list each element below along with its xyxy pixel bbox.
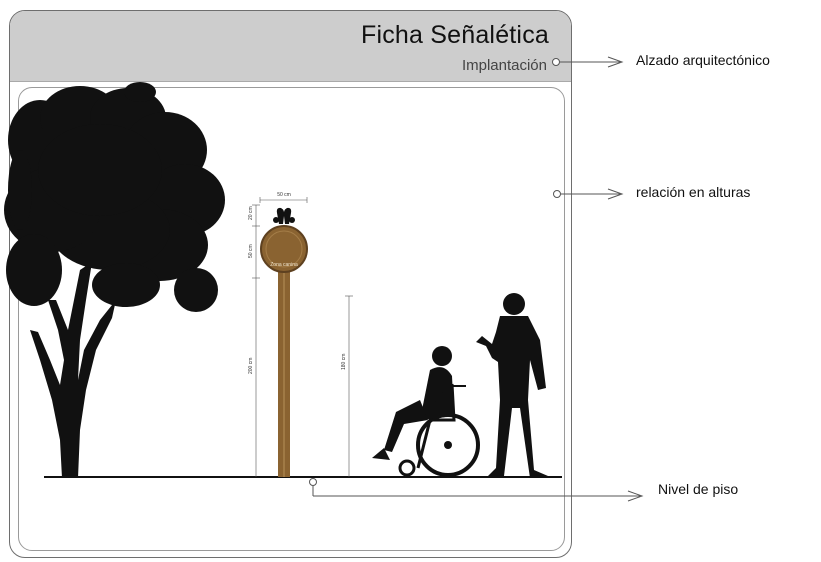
- dim-width-label: 50 cm: [277, 192, 291, 198]
- tree-silhouette: [4, 82, 225, 478]
- page-subtitle: Implantación: [461, 57, 547, 74]
- annotation-elevation: Alzado arquitectónico: [636, 52, 770, 68]
- wheelchair-user-silhouette: [372, 346, 480, 477]
- dim-post-label: 200 cm: [248, 358, 254, 374]
- floor-marker: [309, 478, 317, 486]
- elevation-frame: [18, 87, 565, 551]
- annotation-leaders: [309, 56, 644, 502]
- card-header: Ficha Señalética Implantación: [10, 11, 571, 82]
- sign-post: [260, 207, 308, 477]
- dim-person-label: 180 cm: [341, 354, 347, 370]
- page-title: Ficha Señalética: [360, 21, 549, 49]
- sign-label: Zona canina: [270, 262, 298, 268]
- dim-icon-label: 20 cm: [248, 206, 254, 220]
- elevation-marker: [552, 58, 560, 66]
- annotation-heights: relación en alturas: [636, 184, 751, 200]
- standing-person-silhouette: [476, 293, 548, 478]
- sign-dimensions: [252, 197, 353, 477]
- sign-disc: [260, 225, 308, 273]
- dog-icon: [273, 207, 295, 224]
- dim-disc-label: 50 cm: [248, 244, 254, 258]
- annotation-floor: Nivel de piso: [658, 481, 739, 497]
- heights-marker: [553, 190, 561, 198]
